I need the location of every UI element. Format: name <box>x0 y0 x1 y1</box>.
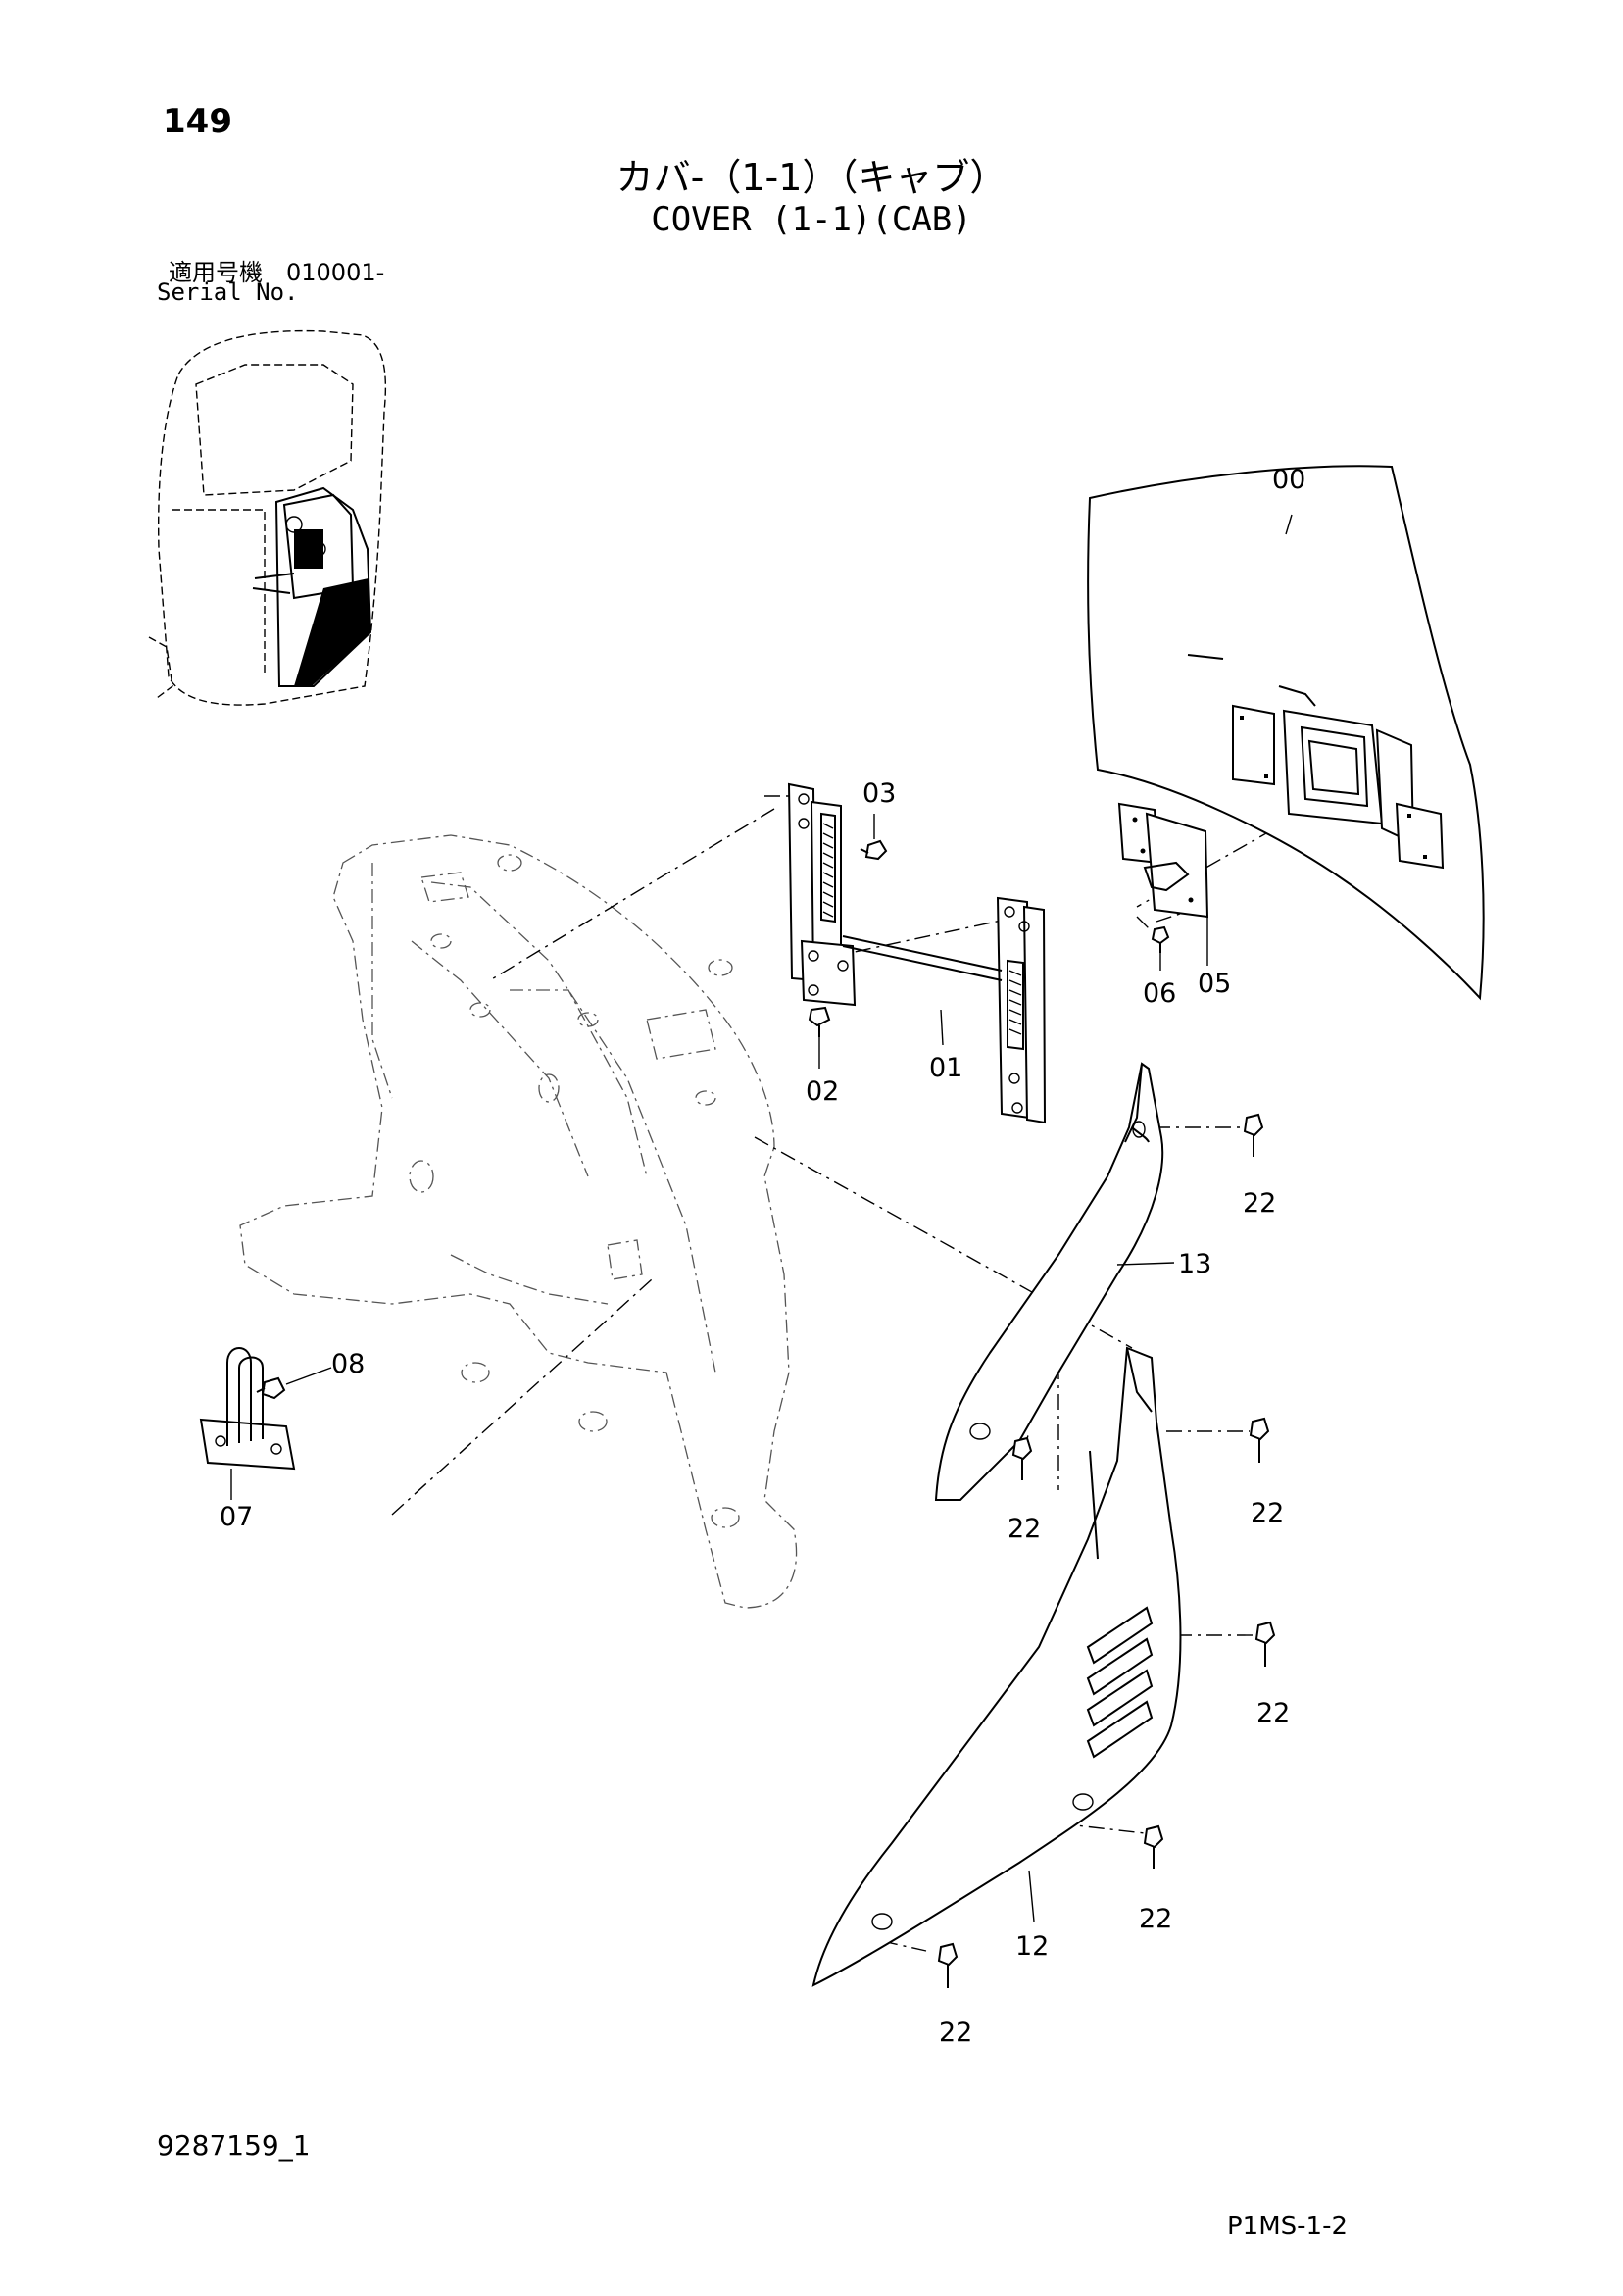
assembly-center-lines <box>391 783 1353 1952</box>
callout-02: 02 <box>806 1076 839 1107</box>
callout-01: 01 <box>929 1053 962 1083</box>
part-13-side-cover <box>934 1062 1164 1501</box>
callout-22-lower-right: 22 <box>1256 1698 1290 1728</box>
serial-label-english: Serial No. <box>157 278 299 306</box>
bolt-part-02 <box>808 1006 831 1037</box>
part-01-lever-assembly <box>787 782 1047 1124</box>
callout-22-mid-right: 22 <box>1251 1498 1284 1528</box>
bolt-22-group <box>937 1113 1276 1988</box>
part-05-bracket <box>1117 802 1209 919</box>
callout-07: 07 <box>220 1502 253 1532</box>
callout-13: 13 <box>1178 1249 1211 1279</box>
callout-labels: 00 03 02 01 06 05 08 07 13 12 22 22 22 2… <box>220 465 1305 2048</box>
callout-leaders <box>230 514 1293 1922</box>
callout-22-center: 22 <box>1008 1514 1041 1544</box>
callout-12: 12 <box>1015 1931 1049 1962</box>
part-12-side-cover <box>812 1346 1182 1987</box>
page-code: P1MS-1-2 <box>1227 2212 1349 2241</box>
bolt-22-upper-right <box>1243 1113 1264 1157</box>
part-07-hook-bracket <box>199 1347 296 1471</box>
page-title-japanese: カバ-（1-1）（キャブ） <box>615 156 1008 199</box>
bolt-22-bottom <box>937 1942 959 1988</box>
bolt-part-03 <box>860 839 888 861</box>
bolt-22-mid-right <box>1249 1417 1270 1463</box>
callout-22-bottom: 22 <box>939 2018 972 2048</box>
callout-05: 05 <box>1198 969 1231 999</box>
bolt-part-06 <box>1151 925 1170 953</box>
serial-label-japanese: 適用号機 010001- <box>169 259 385 286</box>
bolt-part-08 <box>256 1376 286 1400</box>
bolt-22-center <box>1011 1436 1033 1480</box>
bolt-22-bottom-right <box>1143 1824 1164 1869</box>
callout-22-upper-right: 22 <box>1243 1188 1276 1219</box>
cab-overview-thumbnail <box>148 329 387 706</box>
part-00-cover-panel <box>1087 465 1485 1001</box>
page-number: 149 <box>163 102 232 141</box>
callout-08: 08 <box>331 1349 365 1379</box>
callout-00: 00 <box>1272 465 1305 495</box>
cab-frame-ghost <box>239 834 798 1609</box>
callout-03: 03 <box>862 778 896 809</box>
callout-06: 06 <box>1143 978 1176 1009</box>
callout-22-bottom-right: 22 <box>1139 1904 1172 1934</box>
page-title-english: COVER (1-1)(CAB) <box>651 200 972 239</box>
document-id: 9287159_1 <box>157 2129 311 2162</box>
bolt-22-lower-right <box>1254 1621 1276 1667</box>
